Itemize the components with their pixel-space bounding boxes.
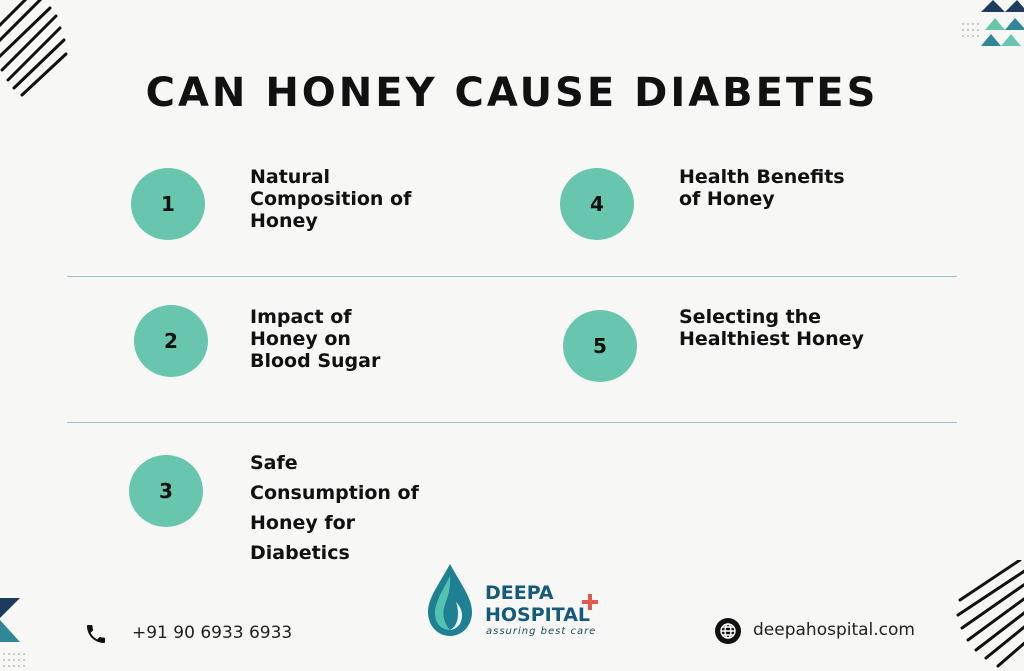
item-label-2: Impact of Honey on Blood Sugar <box>250 306 380 372</box>
phone-number: +91 90 6933 6933 <box>132 623 293 643</box>
item-label-line: Impact of <box>250 306 352 328</box>
number-circle-3: 3 <box>129 455 203 527</box>
item-label-line: Healthiest Honey <box>679 328 864 350</box>
item-label-1: Natural Composition of Honey <box>250 166 411 232</box>
logo-line2: HOSPITAL <box>485 604 591 626</box>
globe-icon <box>715 618 741 644</box>
item-label-line: Blood Sugar <box>250 350 381 372</box>
item-label-line: Safe <box>250 452 298 474</box>
plus-cross-icon <box>582 594 598 610</box>
item-label-line: Consumption of <box>250 482 419 504</box>
scribble-decoration-top-left <box>0 0 68 97</box>
logo-tagline: assuring best care <box>486 626 597 637</box>
logo-line1: DEEPA <box>485 582 554 604</box>
item-label-line: Diabetics <box>250 542 350 564</box>
divider <box>67 422 957 423</box>
number-circle-4: 4 <box>560 168 634 240</box>
item-label-line: Natural <box>250 166 331 188</box>
shape-decoration-bottom-left <box>0 598 25 667</box>
website-link[interactable]: deepahospital.com <box>753 620 915 640</box>
hospital-logo: DEEPA HOSPITAL assuring best care <box>424 560 604 640</box>
number-circle-5: 5 <box>563 310 637 382</box>
number-circle-1: 1 <box>131 168 205 240</box>
item-label-3: Safe Consumption of Honey for Diabetics <box>250 448 419 568</box>
item-label-line: of Honey <box>679 188 775 210</box>
number-circle-2: 2 <box>134 305 208 377</box>
page-title: CAN HONEY CAUSE DIABETES <box>145 70 879 116</box>
phone-icon <box>87 625 105 643</box>
item-label-line: Health Benefits <box>679 166 845 188</box>
scribble-decoration-bottom-right <box>956 560 1024 668</box>
item-label-line: Honey for <box>250 512 356 534</box>
item-label-line: Composition of <box>250 188 412 210</box>
water-drop-icon <box>428 564 472 636</box>
divider <box>67 276 957 277</box>
item-label-4: Health Benefits of Honey <box>679 166 845 210</box>
item-label-line: Honey on <box>250 328 351 350</box>
triangle-pattern-decoration <box>962 0 1024 46</box>
item-label-line: Honey <box>250 210 318 232</box>
item-label-line: Selecting the <box>679 306 822 328</box>
item-label-5: Selecting the Healthiest Honey <box>679 306 864 350</box>
